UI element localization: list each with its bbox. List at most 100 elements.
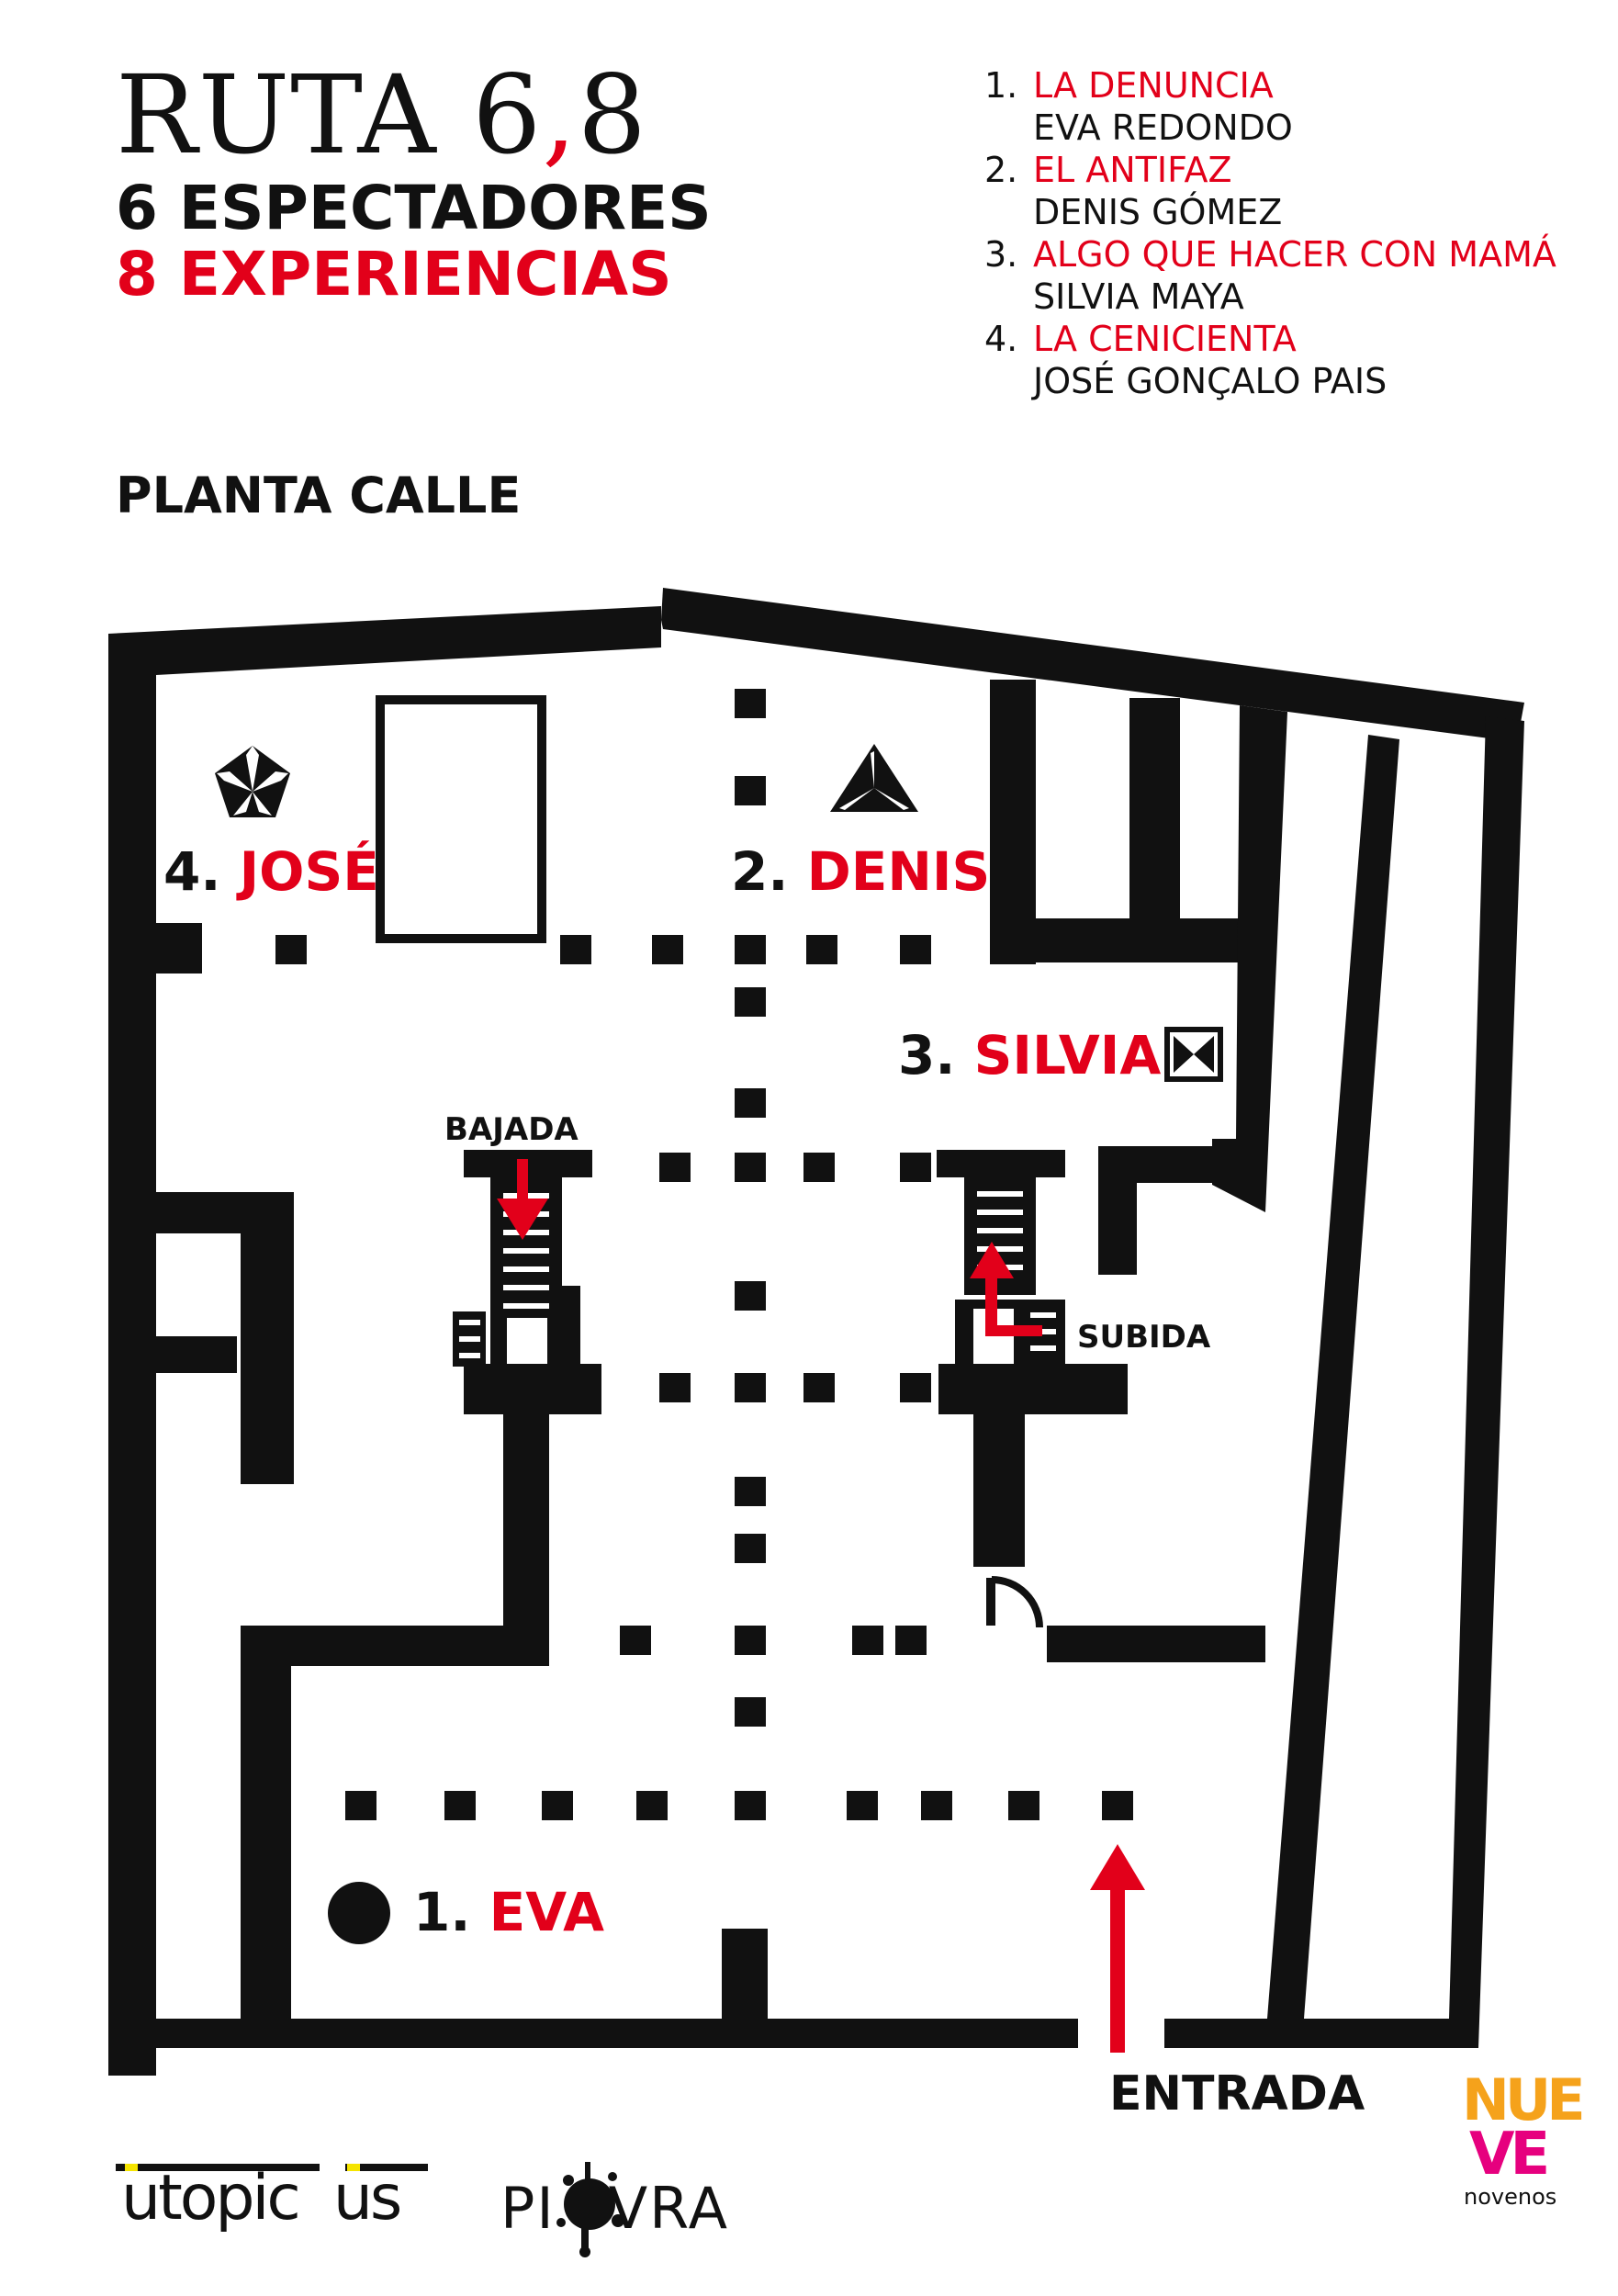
pillar <box>921 1791 952 1820</box>
logo-bar <box>116 2164 320 2171</box>
piovra-logo: PI VRA <box>500 2156 739 2257</box>
legend-title: LA DENUNCIA <box>1033 65 1274 106</box>
nueve-subtitle: novenos <box>1464 2184 1557 2210</box>
pillar <box>735 1791 766 1820</box>
pillar <box>852 1626 883 1655</box>
piovra-part-b: VRA <box>608 2175 730 2242</box>
legend-author: DENIS GÓMEZ <box>1033 192 1283 232</box>
wall-left-alcove <box>156 923 202 974</box>
logo-bar-accent <box>347 2164 360 2171</box>
wall-lower-right-top <box>1047 1626 1265 1662</box>
subtitle-spectators: 6 ESPECTADORES <box>116 173 712 243</box>
nueve-text-1: NUE <box>1462 2066 1586 2133</box>
legend-number: 1. <box>984 65 1018 106</box>
stairs-up-label: SUBIDA <box>1077 1319 1211 1356</box>
entrance-label: ENTRADA <box>1109 2066 1365 2122</box>
title-end: 8 <box>577 51 647 178</box>
wall-right-stair-base <box>938 1364 1128 1414</box>
pillar <box>1008 1791 1039 1820</box>
logo-bar-accent <box>125 2164 138 2171</box>
door-icon <box>986 1576 1043 1628</box>
wall-right-hook-top <box>1098 1146 1218 1183</box>
pillar <box>735 1088 766 1118</box>
wall-bottom-stub <box>722 1929 768 2039</box>
pillar <box>735 1281 766 1311</box>
stairs-down-label: BAJADA <box>444 1111 579 1148</box>
floor-label: PLANTA CALLE <box>116 467 522 524</box>
wall-left-stair-base <box>464 1364 601 1414</box>
wall-cubicle-a <box>990 680 1036 964</box>
station-number: 4. <box>163 840 221 903</box>
legend-title: ALGO QUE HACER CON MAMÁ <box>1033 234 1556 275</box>
pillar <box>636 1791 668 1820</box>
pillar <box>735 987 766 1017</box>
station-name: DENIS <box>806 840 991 903</box>
pillar <box>560 935 591 964</box>
station-silvia: 3. SILVIA <box>898 1024 1161 1086</box>
utopicus-part-b: us <box>332 2162 403 2234</box>
crossed-square-icon <box>1164 1027 1223 1082</box>
pillar <box>345 1791 376 1820</box>
wall-left <box>108 634 156 2076</box>
station-number: 3. <box>898 1024 956 1086</box>
pillar <box>735 776 766 805</box>
plan-walls <box>108 588 1524 2076</box>
ink-splash-icon <box>556 2162 624 2257</box>
pillar <box>900 1373 931 1402</box>
star-pentagon-icon <box>215 746 290 817</box>
wall-left-stair-stem <box>503 1412 549 1626</box>
utopicus-logo: utopic us <box>116 2164 428 2246</box>
pillar <box>735 1697 766 1727</box>
wall-bottom-right <box>1164 2019 1478 2048</box>
station-denis: 2. DENIS <box>731 840 990 903</box>
pillar <box>803 1153 835 1182</box>
piovra-part-a: PI <box>500 2175 556 2242</box>
wall-top-left <box>108 606 661 675</box>
pillar <box>735 935 766 964</box>
legend-title: LA CENICIENTA <box>1033 319 1297 359</box>
wall-inner-lower-top <box>241 1626 549 1666</box>
pillar <box>659 1153 691 1182</box>
legend-author: SILVIA MAYA <box>1033 276 1244 317</box>
pillar <box>735 689 766 718</box>
legend-author: EVA REDONDO <box>1033 107 1293 148</box>
subtitle-experiences: 8 EXPERIENCIAS <box>116 239 672 310</box>
wall-left-annex-bottom <box>156 1336 237 1373</box>
pillar <box>806 935 837 964</box>
nueve-text-2: VE <box>1469 2121 1550 2189</box>
station-jose: 4. JOSÉ <box>163 840 379 903</box>
station-number: 2. <box>731 840 789 903</box>
wall-right-outer <box>1348 716 1524 2048</box>
wall-left-annex-side <box>241 1192 294 1484</box>
page-title: RUTA 6,8 <box>116 61 712 169</box>
wall-inner-lower-left <box>241 1626 291 2048</box>
legend-author: JOSÉ GONÇALO PAIS <box>1033 361 1388 401</box>
pillar <box>895 1626 927 1655</box>
arrow-down-icon <box>497 1159 548 1240</box>
nueve-logo: NUE VE novenos <box>1462 2072 1586 2219</box>
title-main: RUTA 6 <box>116 51 543 178</box>
pillars <box>275 689 1133 1820</box>
pillar <box>900 1153 931 1182</box>
pillar <box>735 1477 766 1506</box>
pillar <box>735 1153 766 1182</box>
pillar <box>652 935 683 964</box>
triangle-icon <box>830 744 918 812</box>
pillar <box>275 935 307 964</box>
logo-bar <box>345 2164 428 2171</box>
station-number: 1. <box>413 1881 471 1943</box>
legend-number: 3. <box>984 234 1018 275</box>
circle-icon <box>328 1882 390 1944</box>
station-name: SILVIA <box>973 1024 1162 1086</box>
pillar <box>444 1791 476 1820</box>
utopicus-part-a: utopic <box>121 2162 301 2234</box>
station-name: JOSÉ <box>239 840 379 903</box>
legend-title: EL ANTIFAZ <box>1033 150 1232 190</box>
station-name: EVA <box>489 1881 605 1943</box>
pillar <box>735 1534 766 1563</box>
wall-right-inner <box>1267 735 1399 2019</box>
arrow-up-icon <box>970 1242 1042 1336</box>
pillar <box>900 935 931 964</box>
